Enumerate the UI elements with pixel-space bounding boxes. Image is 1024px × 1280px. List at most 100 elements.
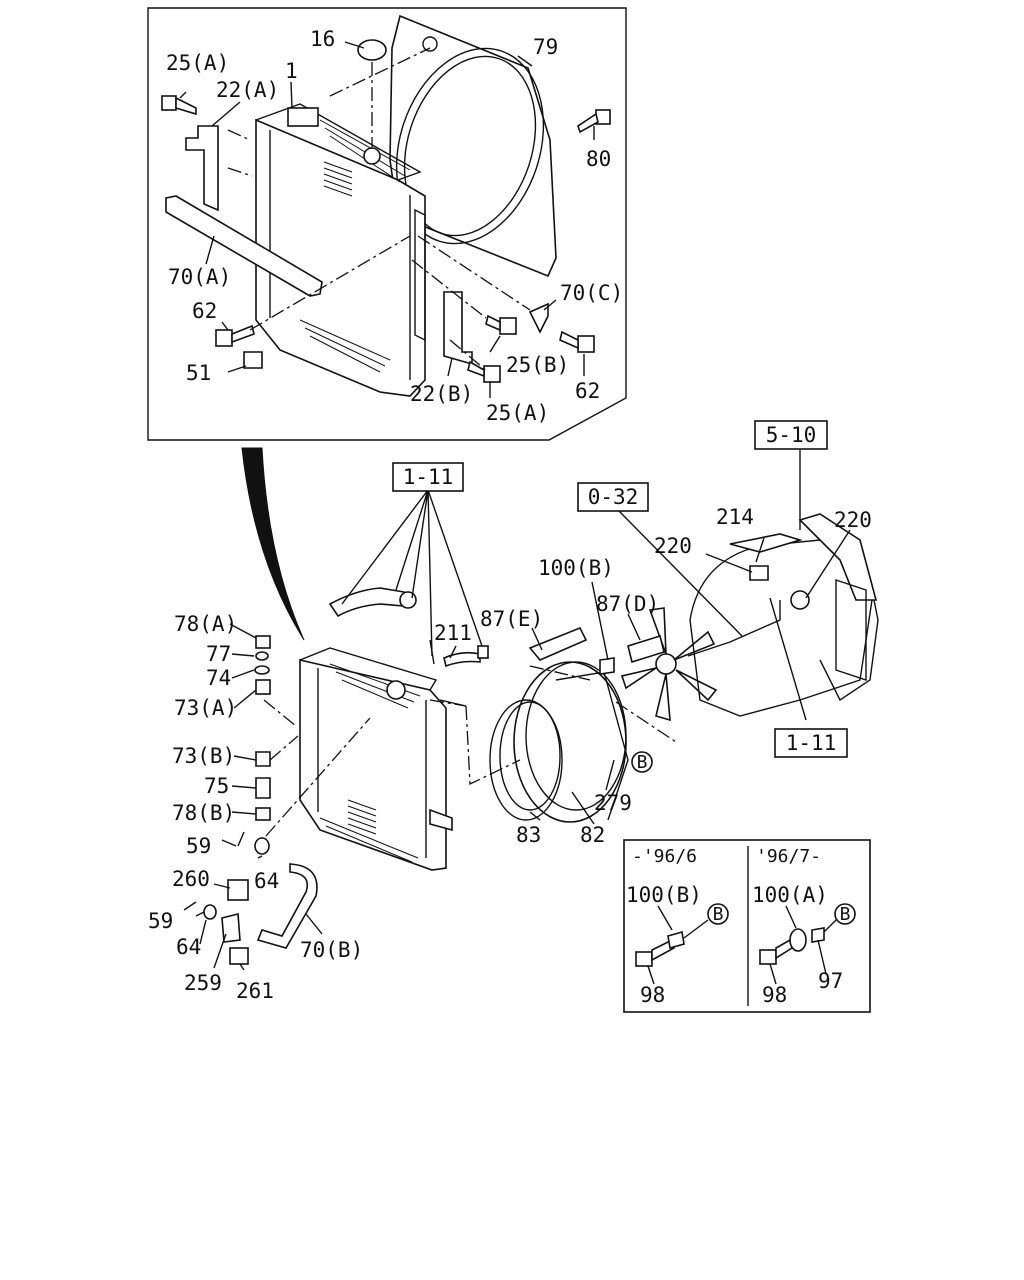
callout-87e: 87(E) <box>480 607 543 631</box>
bolt-25a-top <box>161 95 197 116</box>
ref-1-11-right-text: 1-11 <box>786 731 837 755</box>
callout-220-a: 220 <box>654 534 692 558</box>
callout-78a: 78(A) <box>174 612 237 636</box>
bolt-25a-bottom <box>467 360 501 383</box>
bracket-70a <box>165 195 323 297</box>
callout-62-left: 62 <box>192 299 217 323</box>
callout-70b: 70(B) <box>300 938 363 962</box>
callout-59-a: 59 <box>186 834 211 858</box>
callout-259: 259 <box>184 971 222 995</box>
detail-panel-frame <box>147 7 627 441</box>
washer-74 <box>254 665 270 675</box>
radiator-hose-upper <box>328 587 405 618</box>
callout-22a: 22(A) <box>216 78 279 102</box>
callout-25a-bottom: 25(A) <box>486 401 549 425</box>
callout-261: 261 <box>236 979 274 1003</box>
ref-box-5-10 <box>754 420 828 450</box>
callout-1: 1 <box>285 59 298 83</box>
cap-16 <box>357 39 387 61</box>
cushion-73a <box>255 679 271 695</box>
bracket-22b <box>443 291 473 366</box>
clip-59-a <box>237 831 245 847</box>
nut-78b <box>255 807 271 821</box>
drain-hose-70b <box>256 863 318 949</box>
callout-87d: 87(D) <box>596 592 659 616</box>
clip-59-b <box>183 901 197 911</box>
callout-80: 80 <box>586 147 611 171</box>
callout-74: 74 <box>206 666 231 690</box>
callout-77: 77 <box>206 642 231 666</box>
detail-arrow <box>241 447 305 641</box>
bolt-98-a <box>635 938 675 967</box>
callout-98-b: 98 <box>762 983 787 1007</box>
nut-261 <box>229 947 249 965</box>
washer-100a-inset <box>789 928 807 952</box>
drain-plug-51 <box>243 351 263 369</box>
hose-211 <box>443 651 481 668</box>
callout-79: 79 <box>533 35 558 59</box>
ref-box-0-32 <box>577 482 649 512</box>
callout-214: 214 <box>716 505 754 529</box>
callout-51: 51 <box>186 361 211 385</box>
clip-220-left <box>749 565 769 581</box>
callout-25a-top: 25(A) <box>166 51 229 75</box>
callout-82: 82 <box>580 823 605 847</box>
circled-ref-b-inset-left: B <box>713 904 724 925</box>
bolt-62-right <box>559 330 595 353</box>
callout-70c: 70(C) <box>560 281 623 305</box>
bolt-260 <box>227 879 249 901</box>
callout-64-b: 64 <box>176 935 201 959</box>
callout-78b: 78(B) <box>172 801 235 825</box>
washer-64-a <box>254 837 270 855</box>
clip-220-right <box>790 590 810 610</box>
circled-ref-b-main: B <box>637 752 648 773</box>
spacer-100b-inset <box>667 930 685 950</box>
callout-100a-inset: 100(A) <box>752 883 828 907</box>
nut-78a <box>255 635 271 649</box>
pipe-214 <box>729 533 803 553</box>
fan-shroud-82 <box>513 661 629 823</box>
callout-97: 97 <box>818 969 843 993</box>
spacer-100b <box>599 657 615 675</box>
washer-64-b <box>203 904 217 920</box>
callout-83: 83 <box>516 823 541 847</box>
bracket-259 <box>221 912 241 943</box>
callout-59-b: 59 <box>148 909 173 933</box>
engine <box>689 513 879 717</box>
stud-75 <box>255 777 271 799</box>
callout-75: 75 <box>204 774 229 798</box>
inset-period-left: -'96/6 <box>632 846 697 867</box>
callout-100b-main: 100(B) <box>538 556 614 580</box>
callout-73a: 73(A) <box>174 696 237 720</box>
bracket-87e <box>528 626 588 661</box>
callout-64-a: 64 <box>254 869 279 893</box>
callout-98-a: 98 <box>640 983 665 1007</box>
callout-22b: 22(B) <box>410 382 473 406</box>
radiator-1 <box>255 103 426 397</box>
bolt-98-b <box>759 938 793 965</box>
fan-shroud-79 <box>389 14 557 278</box>
radiator-main <box>299 647 453 871</box>
cushion-73b <box>255 751 271 767</box>
bolt-25b <box>485 314 517 335</box>
callout-260: 260 <box>172 867 210 891</box>
ref-box-1-11-top <box>392 462 464 492</box>
callout-62-right: 62 <box>575 379 600 403</box>
bracket-70c <box>528 302 549 334</box>
ref-0-32-text: 0-32 <box>588 485 639 509</box>
callout-211: 211 <box>434 621 472 645</box>
callout-100b-inset: 100(B) <box>626 883 702 907</box>
shroud-ring-83 <box>489 699 563 821</box>
inset-period-right: '96/7- <box>756 846 821 867</box>
cooling-fan <box>620 607 718 722</box>
ref-5-10-text: 5-10 <box>766 423 817 447</box>
hose-0-32 <box>687 600 781 657</box>
callout-220-b: 220 <box>834 508 872 532</box>
ref-1-11-top-text: 1-11 <box>403 465 454 489</box>
callout-70a: 70(A) <box>168 265 231 289</box>
bolt-80 <box>577 109 611 134</box>
washer-77 <box>255 651 269 661</box>
ref-box-1-11-right <box>774 728 848 758</box>
spacer-97 <box>811 927 825 943</box>
